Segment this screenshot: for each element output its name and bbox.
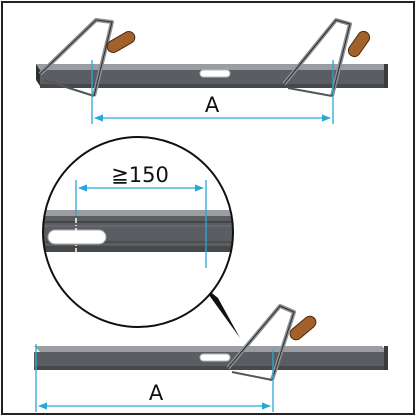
bottom-dimension: A xyxy=(35,344,274,412)
bottom-dimension-label: A xyxy=(149,381,164,405)
bar-slot xyxy=(47,229,107,245)
detail-dimension-label: ≧150 xyxy=(111,163,169,187)
magnifier-callout-icon: ≧150 xyxy=(42,136,240,338)
hacksaw-icon xyxy=(38,18,136,97)
bar-slot xyxy=(199,69,231,78)
top-dimension-label: A xyxy=(205,93,220,117)
top-dimension: A xyxy=(91,60,334,124)
bottom-bar xyxy=(34,346,388,370)
hacksaw-icon xyxy=(282,18,371,97)
bar-slot xyxy=(199,353,231,362)
hacksaw-icon xyxy=(226,304,317,381)
